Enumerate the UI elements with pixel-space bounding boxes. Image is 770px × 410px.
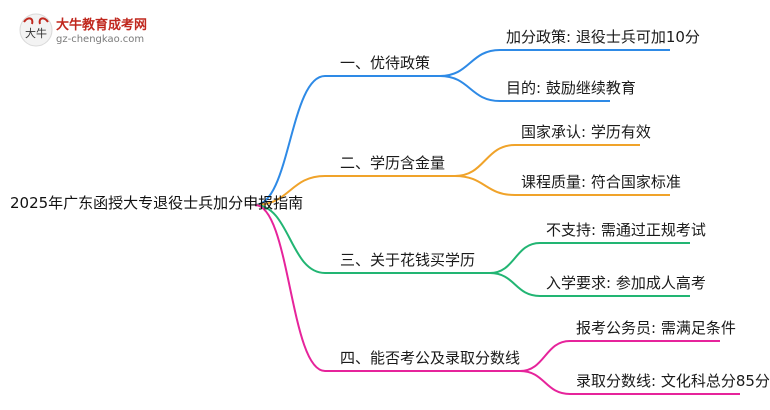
branch-2-label[interactable]: 二、学历含金量 <box>340 154 446 172</box>
leaf-2-1[interactable]: 国家承认: 学历有效 <box>521 123 651 141</box>
connector-root-branch-3 <box>254 204 490 274</box>
branch-3-label[interactable]: 三、关于花钱买学历 <box>340 251 476 269</box>
branch-1-label[interactable]: 一、优待政策 <box>340 54 431 72</box>
connector-root-branch-4 <box>254 204 520 372</box>
connector-branch-1-leaf-1 <box>439 49 670 77</box>
connector-branch-4-leaf-2 <box>519 370 740 395</box>
connector-lines <box>254 49 740 395</box>
leaf-3-1[interactable]: 不支持: 需通过正规考试 <box>546 221 706 239</box>
logo-url: gz-chengkao.com <box>56 34 145 45</box>
connector-branch-2-leaf-2 <box>454 175 670 196</box>
leaf-4-2[interactable]: 录取分数线: 文化科总分85分 <box>576 372 770 390</box>
leaf-1-1[interactable]: 加分政策: 退役士兵可加10分 <box>506 28 700 46</box>
branch-4-label[interactable]: 四、能否考公及录取分数线 <box>340 349 521 367</box>
connector-branch-1-leaf-2 <box>439 75 610 102</box>
leaf-1-2[interactable]: 目的: 鼓励继续教育 <box>506 79 636 97</box>
leaf-4-1[interactable]: 报考公务员: 需满足条件 <box>576 319 736 337</box>
logo-title: 大牛教育成考网 <box>56 18 148 33</box>
bull-logo-icon: 大牛 <box>19 13 53 47</box>
connector-root-branch-2 <box>254 175 455 206</box>
connector-branch-3-leaf-1 <box>489 242 690 274</box>
site-logo[interactable]: 大牛 大牛教育成考网 gz-chengkao.com <box>18 12 158 52</box>
mind-map-page: 大牛 大牛教育成考网 gz-chengkao.com 2025年广东函授大专退役… <box>10 12 770 395</box>
root-node[interactable]: 2025年广东函授大专退役士兵加分申报指南 <box>10 194 304 212</box>
leaf-3-2[interactable]: 入学要求: 参加成人高考 <box>546 274 706 292</box>
leaf-2-2[interactable]: 课程质量: 符合国家标准 <box>521 173 681 191</box>
connector-branch-2-leaf-1 <box>454 144 640 177</box>
logo-mark: 大牛 <box>25 26 47 40</box>
connector-root-branch-1 <box>254 75 440 206</box>
connector-branch-3-leaf-2 <box>489 272 690 297</box>
connector-branch-4-leaf-1 <box>519 340 720 372</box>
